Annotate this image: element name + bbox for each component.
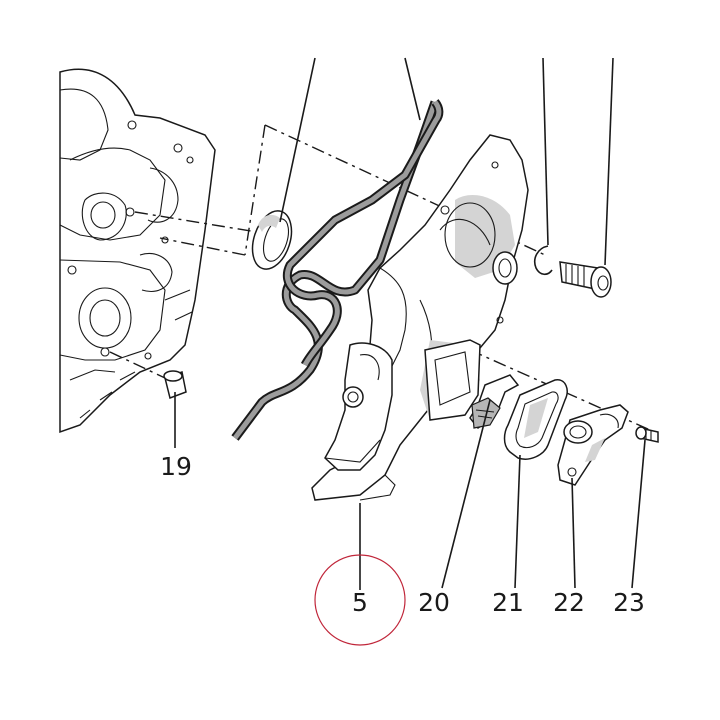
timing-cover xyxy=(311,134,529,501)
circlip xyxy=(533,245,553,276)
flanged-bolt xyxy=(559,261,612,298)
gasket xyxy=(231,99,444,441)
callout-20: 20 xyxy=(418,588,450,617)
callout-labels: 19 5 20 21 22 23 xyxy=(160,452,645,617)
callout-23: 23 xyxy=(613,588,645,617)
engine-block xyxy=(59,68,216,434)
callout-22: 22 xyxy=(553,588,585,617)
sensor-part-22 xyxy=(557,404,629,486)
callout-21: 21 xyxy=(492,588,524,617)
callout-19: 19 xyxy=(160,452,192,481)
leader-lines xyxy=(174,57,646,590)
dowel-sleeve xyxy=(163,370,187,399)
screw-part-23 xyxy=(635,426,659,443)
seal-ring xyxy=(251,210,293,270)
callout-5: 5 xyxy=(352,588,368,617)
highlight-circle xyxy=(314,554,406,646)
oval-gasket-part-21 xyxy=(503,379,568,460)
